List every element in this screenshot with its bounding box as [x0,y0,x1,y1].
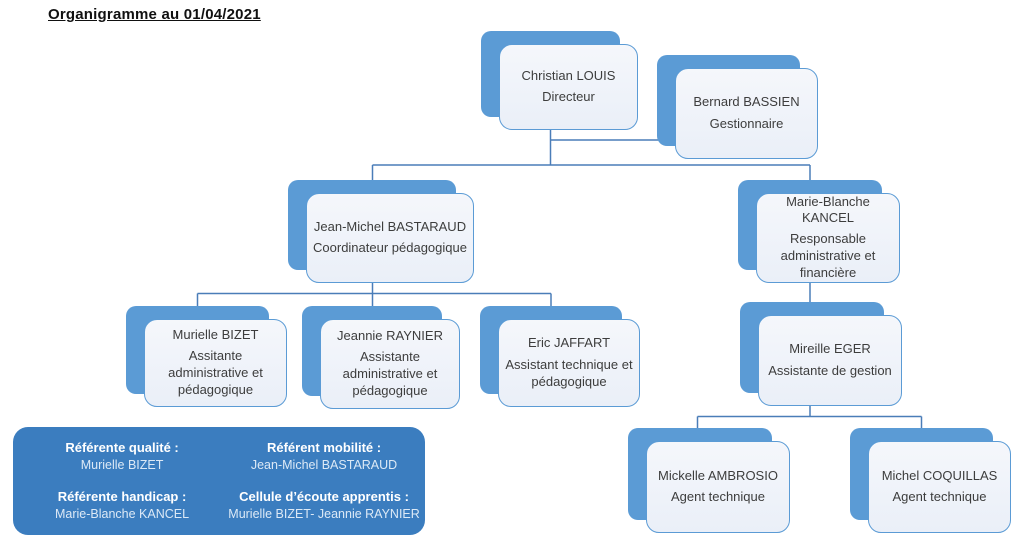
org-node-marie-blanche-kancel: Marie-Blanche KANCEL Responsable adminis… [738,180,900,283]
page-title: Organigramme au 01/04/2021 [48,6,261,23]
referent-value: Jean-Michel BASTARAUD [250,458,398,473]
referent-mobilite: Référent mobilité : Jean-Michel BASTARAU… [227,440,421,474]
node-card: Bernard BASSIEN Gestionnaire [675,68,818,159]
node-card: Mireille EGER Assistante de gestion [758,315,902,406]
referent-value: Murielle BIZET [80,458,164,473]
person-role: Coordinateur pédagogique [313,240,467,256]
person-name: Mickelle AMBROSIO [658,467,778,483]
person-name: Murielle BIZET [172,327,259,343]
person-role: Gestionnaire [709,115,784,131]
person-role: Assistante administrative et pédagogique [342,349,438,399]
person-role: Agent technique [892,489,987,505]
person-name: Mireille EGER [789,341,871,357]
person-role: Assistant technique et pédagogique [505,356,633,389]
person-name: Eric JAFFART [527,335,611,351]
org-node-jean-michel-bastaraud: Jean-Michel BASTARAUD Coordinateur pédag… [288,180,474,283]
referent-qualite: Référente qualité : Murielle BIZET [17,440,227,474]
node-card: Jeannie RAYNIER Assistante administrativ… [320,319,460,409]
person-name: Michel COQUILLAS [881,467,998,483]
node-card: Marie-Blanche KANCEL Responsable adminis… [756,193,900,283]
org-node-jeannie-raynier: Jeannie RAYNIER Assistante administrativ… [302,306,460,409]
node-card: Murielle BIZET Assitante administrative … [144,319,287,407]
person-name: Bernard BASSIEN [693,94,800,110]
person-role: Directeur [542,89,595,105]
person-name: Marie-Blanche KANCEL [786,193,870,226]
org-node-mireille-eger: Mireille EGER Assistante de gestion [740,302,902,406]
referent-label: Référent mobilité : [266,439,382,455]
referents-panel: Référente qualité : Murielle BIZET Référ… [13,427,425,535]
org-node-michel-coquillas: Michel COQUILLAS Agent technique [850,428,1011,533]
person-name: Jean-Michel BASTARAUD [313,218,467,234]
node-card: Eric JAFFART Assistant technique et péda… [498,319,640,407]
person-role: Responsable administrative et financière [780,231,876,281]
org-node-bernard-bassien: Bernard BASSIEN Gestionnaire [657,55,818,159]
person-role: Assistante de gestion [768,362,892,378]
referent-label: Cellule d’écoute apprentis : [239,488,409,504]
node-card: Mickelle AMBROSIO Agent technique [646,441,790,533]
person-role: Assitante administrative et pédagogique [168,348,263,398]
person-name: Christian LOUIS [521,67,616,83]
referent-value: Murielle BIZET- Jeannie RAYNIER [228,507,420,522]
node-card: Jean-Michel BASTARAUD Coordinateur pédag… [306,193,474,283]
cellule-ecoute: Cellule d’écoute apprentis : Murielle BI… [227,489,421,523]
referent-label: Référente qualité : [65,439,179,455]
referent-handicap: Référente handicap : Marie-Blanche KANCE… [17,489,227,523]
person-role: Agent technique [671,489,765,505]
node-card: Michel COQUILLAS Agent technique [868,441,1011,533]
org-node-murielle-bizet: Murielle BIZET Assitante administrative … [126,306,287,407]
node-card: Christian LOUIS Directeur [499,44,638,130]
org-node-mickelle-ambrosio: Mickelle AMBROSIO Agent technique [628,428,790,533]
referent-label: Référente handicap : [57,488,187,504]
person-name: Jeannie RAYNIER [337,328,443,344]
referent-value: Marie-Blanche KANCEL [54,507,190,522]
org-node-eric-jaffart: Eric JAFFART Assistant technique et péda… [480,306,640,407]
org-node-christian-louis: Christian LOUIS Directeur [481,31,638,130]
